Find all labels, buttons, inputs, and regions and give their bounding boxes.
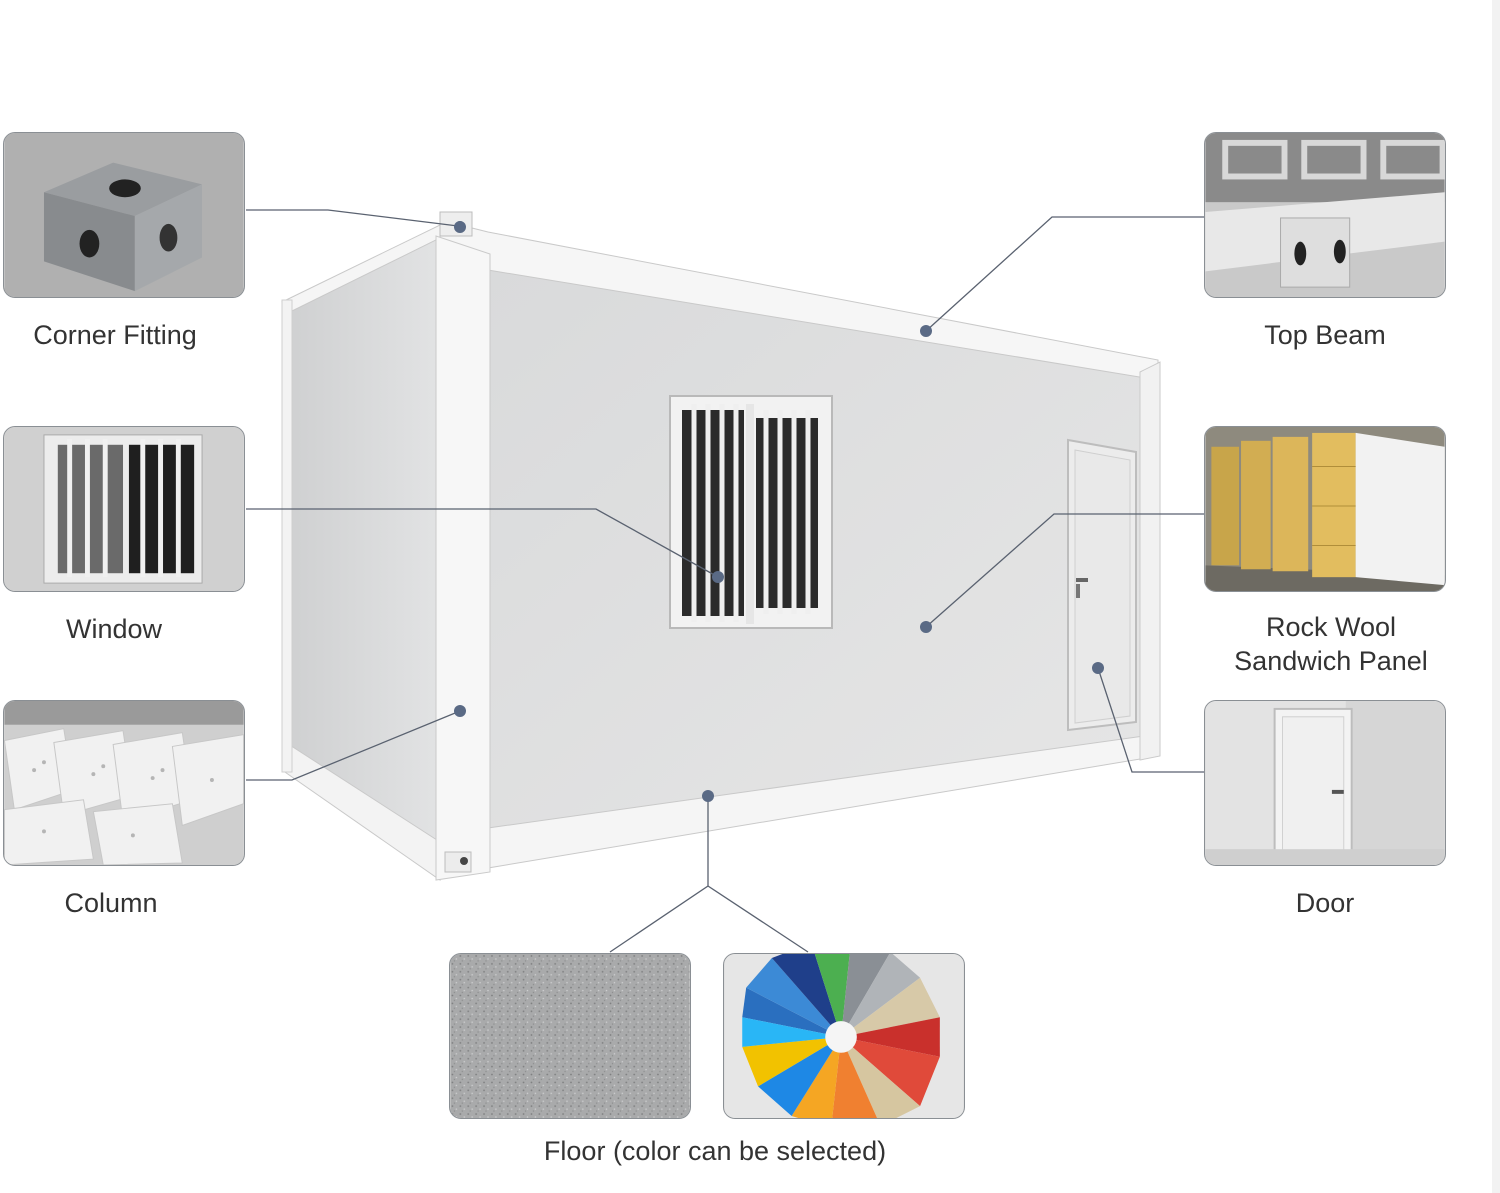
top-beam-photo — [1204, 132, 1446, 298]
leader-lines — [246, 209, 1204, 953]
rock-wool-photo — [1204, 426, 1446, 592]
window-label: Window — [65, 614, 163, 644]
corner-fitting-label: Corner Fitting — [33, 320, 197, 350]
top-beam-label: Top Beam — [1264, 320, 1386, 350]
corner-fitting-image — [4, 133, 244, 297]
column-image — [4, 701, 244, 865]
door-image — [1205, 701, 1445, 865]
anchor-dots — [454, 221, 1104, 802]
corner-fitting-photo — [3, 132, 245, 298]
floor-color-swatches-photo — [723, 953, 965, 1119]
window-image — [4, 427, 244, 591]
top-beam-image — [1205, 133, 1445, 297]
page-edge — [1492, 0, 1500, 1193]
door-label: Door — [1295, 888, 1355, 918]
end-wall — [281, 224, 441, 881]
window-photo — [3, 426, 245, 592]
column-photo — [3, 700, 245, 866]
floor-label: Floor (color can be selected) — [543, 1136, 887, 1166]
door — [1067, 438, 1137, 732]
floor-texture-image — [450, 954, 690, 1118]
floor-color-swatches-image — [724, 954, 964, 1118]
column-label: Column — [64, 888, 158, 918]
rock-wool-label-line1: Rock Wool — [1265, 612, 1397, 642]
rock-wool-image — [1205, 427, 1445, 591]
window — [669, 395, 833, 629]
rock-wool-label-line2: Sandwich Panel — [1234, 646, 1428, 676]
door-photo — [1204, 700, 1446, 866]
floor-texture-photo — [449, 953, 691, 1119]
